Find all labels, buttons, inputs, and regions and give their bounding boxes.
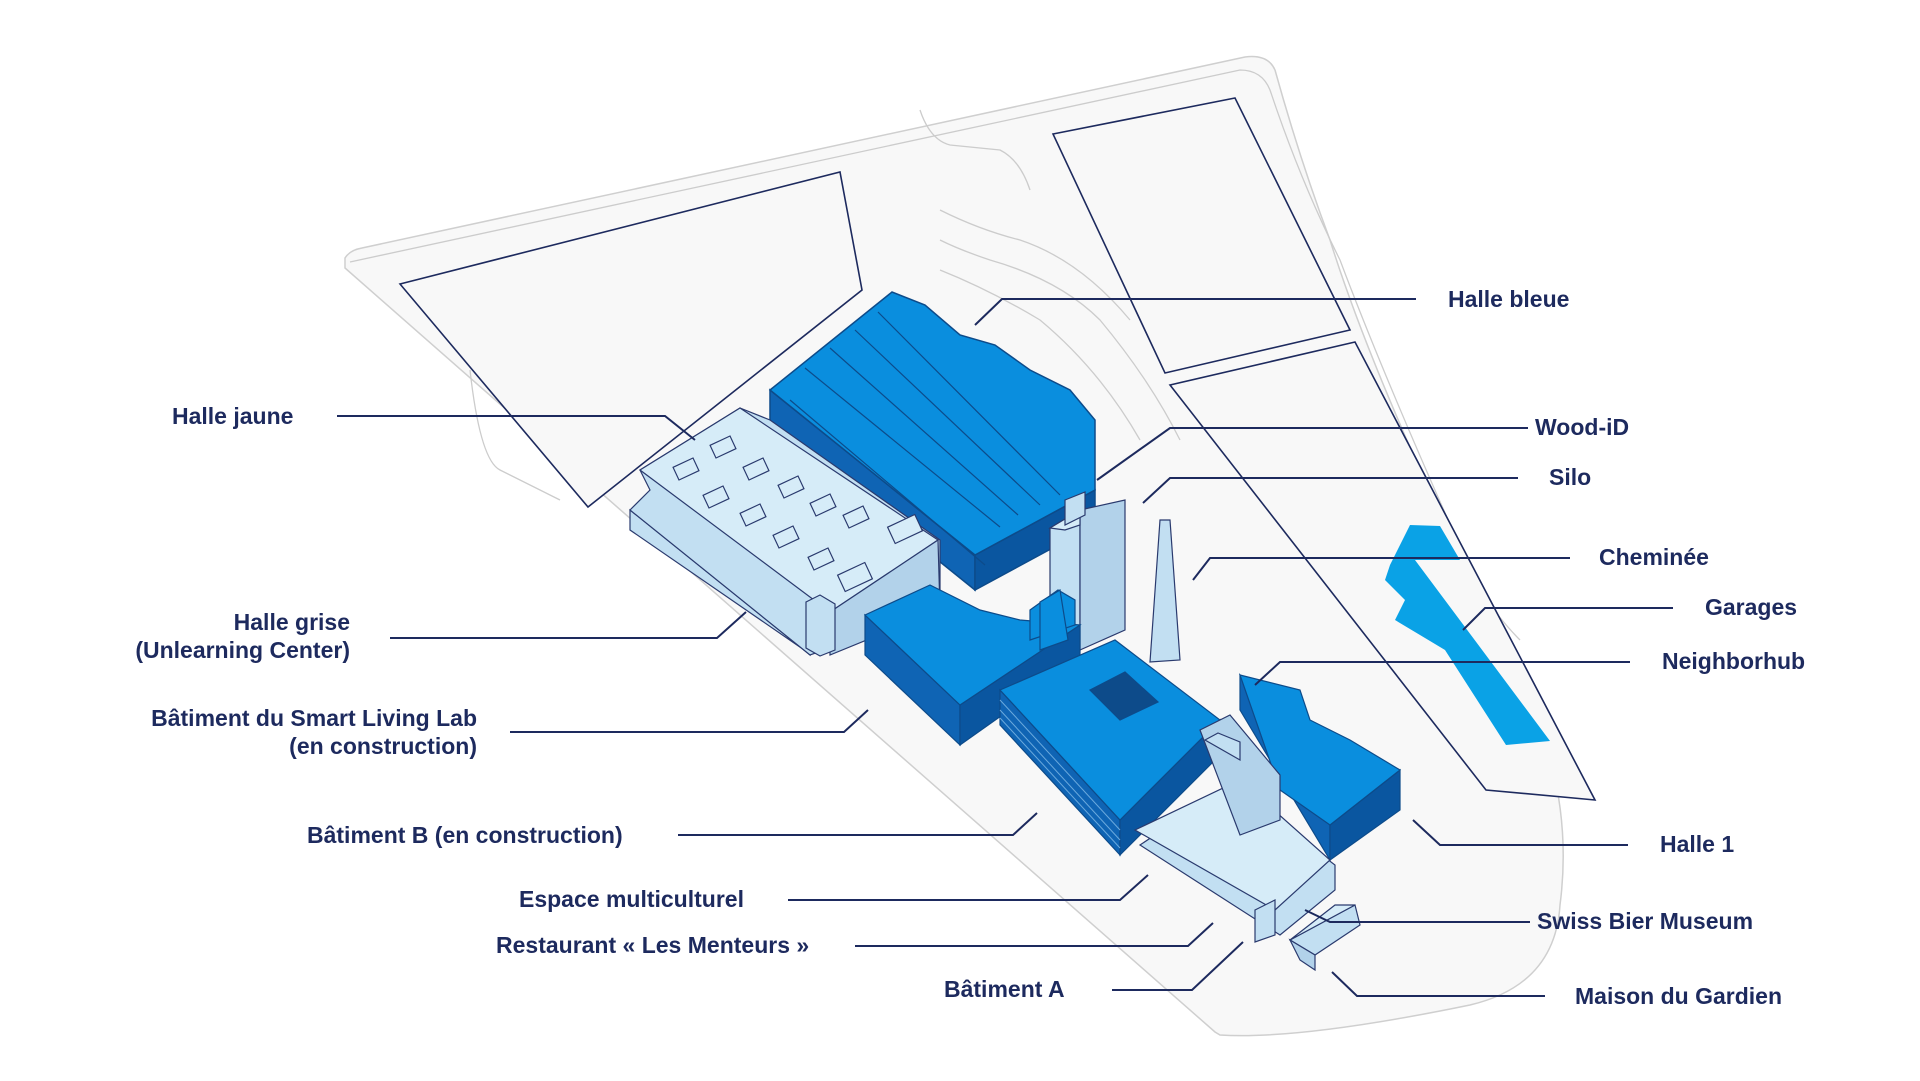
label-cheminee: Cheminée (1599, 544, 1709, 570)
maison-gardien-building (1288, 904, 1361, 972)
label-smart-living-line2: (en construction) (289, 733, 477, 759)
plot-north (1051, 97, 1352, 374)
leader-garages (1462, 607, 1673, 631)
label-halle-1: Halle 1 (1660, 831, 1735, 857)
label-silo: Silo (1549, 464, 1592, 490)
label-batiment-b: Bâtiment B (en construction) (307, 822, 623, 848)
leader-cheminee (1192, 557, 1570, 581)
cheminee-building (1149, 519, 1181, 663)
leader-batiment-a (1112, 941, 1244, 991)
leader-halle-1 (1412, 819, 1628, 846)
leader-swiss-bier (1304, 909, 1530, 923)
label-maison-gardien: Maison du Gardien (1575, 983, 1783, 1009)
label-espace-multiculturel: Espace multiculturel (519, 886, 744, 912)
label-smart-living-line1: Bâtiment du Smart Living Lab (151, 705, 477, 731)
halle-jaune-building (629, 407, 941, 657)
label-batiment-a: Bâtiment A (944, 976, 1065, 1002)
leader-maison-gardien (1331, 971, 1545, 997)
leader-batiment-b (678, 812, 1038, 836)
batiment-b-building (998, 639, 1221, 857)
label-neighborhub: Neighborhub (1662, 648, 1806, 674)
label-garages: Garages (1705, 594, 1798, 620)
leader-silo (1142, 477, 1518, 504)
label-halle-grise: Halle grise (Unlearning Center) (90, 608, 350, 664)
leader-smart-living (510, 709, 869, 733)
batiment-a-building (1133, 714, 1336, 943)
plot-northwest (398, 171, 863, 509)
leader-neighborhub (1254, 661, 1630, 686)
leader-halle-grise (390, 611, 747, 639)
garages-building (1385, 525, 1550, 745)
label-halle-grise-line1: Halle grise (233, 609, 350, 635)
label-smart-living: Bâtiment du Smart Living Lab (en constru… (80, 704, 477, 760)
label-swiss-bier-museum: Swiss Bier Museum (1537, 908, 1754, 934)
leader-halle-bleue (974, 298, 1416, 326)
label-halle-jaune: Halle jaune (172, 403, 294, 429)
leader-espace (788, 874, 1149, 901)
label-halle-grise-line2: (Unlearning Center) (135, 637, 350, 663)
label-wood-id: Wood-iD (1535, 414, 1630, 440)
label-restaurant: Restaurant « Les Menteurs » (496, 932, 810, 958)
leader-restaurant (855, 922, 1214, 947)
leader-lines (337, 298, 1673, 997)
label-halle-bleue: Halle bleue (1448, 286, 1570, 312)
leader-halle-jaune (337, 415, 696, 441)
leader-wood-id (1096, 427, 1528, 481)
